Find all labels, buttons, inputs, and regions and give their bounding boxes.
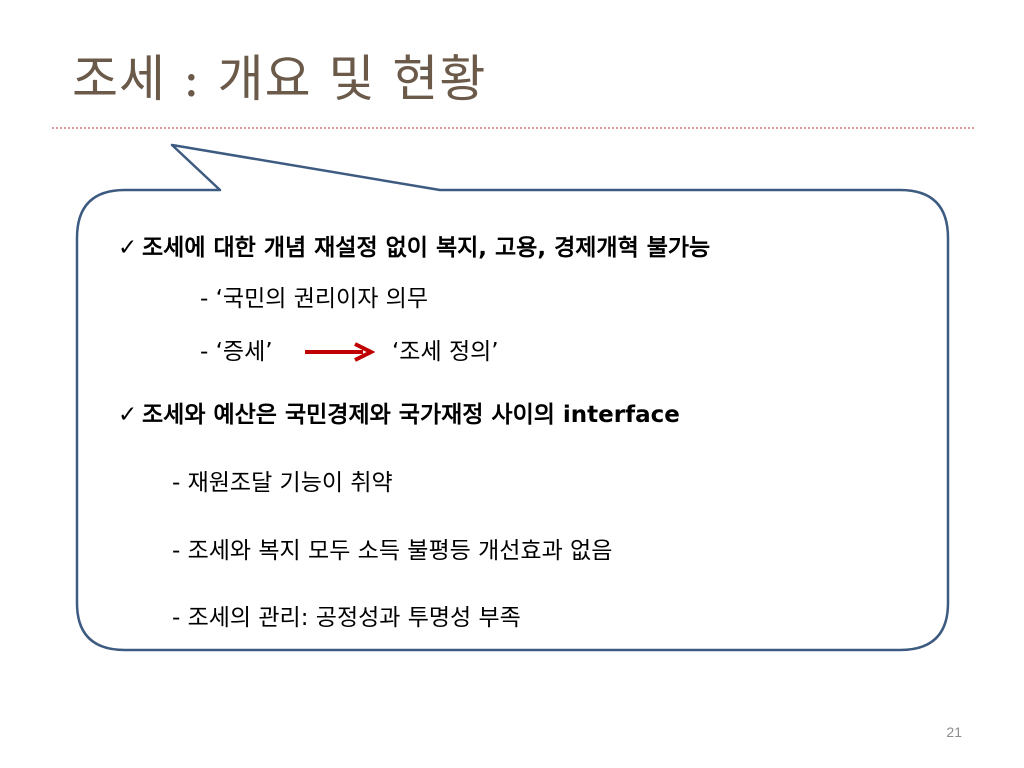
checkmark-icon: ✓ [118,235,138,261]
bullet-1-text: 조세에 대한 개념 재설정 없이 복지, 고용, 경제개혁 불가능 [142,235,711,261]
title-divider [52,127,974,129]
page-number: 21 [946,724,962,740]
bullet-1-arrow-target: ‘조세 정의’ [392,339,499,365]
bullet-1-sub-2: - ‘증세’ [200,339,273,365]
speech-bubble-outline [75,143,950,652]
bullet-2-sub-1: - 재원조달 기능이 취약 [172,470,393,496]
right-arrow-icon [305,342,375,362]
checkmark-icon: ✓ [118,402,138,428]
slide-title: 조세 : 개요 및 현황 [72,50,487,108]
bullet-1-sub-1: - ‘국민의 권리이자 의무 [200,286,428,312]
bullet-2-text: 조세와 예산은 국민경제와 국가재정 사이의 interface [142,402,680,428]
bullet-2-sub-2: - 조세와 복지 모두 소득 불평등 개선효과 없음 [172,538,613,564]
bullet-2-sub-3: - 조세의 관리: 공정성과 투명성 부족 [172,605,521,631]
bullet-1: ✓조세에 대한 개념 재설정 없이 복지, 고용, 경제개혁 불가능 [118,233,710,263]
bullet-2: ✓조세와 예산은 국민경제와 국가재정 사이의 interface [118,400,680,430]
